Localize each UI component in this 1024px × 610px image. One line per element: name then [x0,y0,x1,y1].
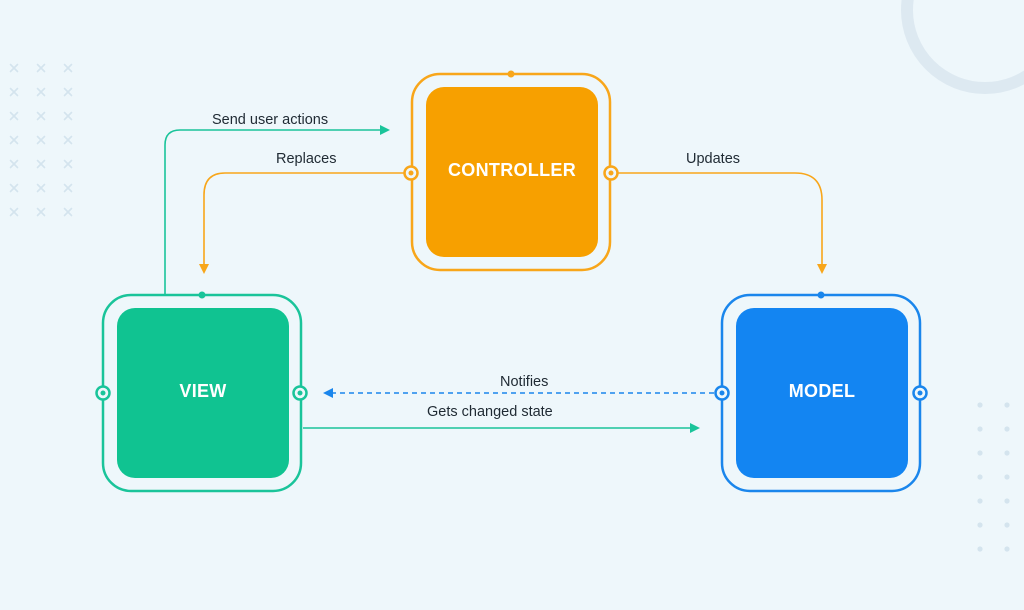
dot-mark [977,474,983,480]
cross-mark [9,159,19,169]
cross-mark [9,111,19,121]
connector-top [507,70,515,78]
dot-mark [1004,474,1010,480]
edge-replaces [199,172,405,274]
dot-mark [1004,522,1010,528]
dot-grid-icon [977,402,1010,552]
cross-mark [63,87,73,97]
model-node [714,291,928,493]
view-label: VIEW [179,381,227,401]
cross-mark [9,87,19,97]
cross-mark [36,159,46,169]
dot-mark [1004,498,1010,504]
dot-mark [977,402,983,408]
ring-icon [901,0,1024,94]
gets-changed-state-label: Gets changed state [427,404,553,420]
cross-grid-icon [9,63,73,217]
dot-mark [1004,450,1010,456]
cross-mark [63,183,73,193]
model-label: MODEL [788,381,856,401]
edge-updates [618,172,827,274]
cross-mark [36,183,46,193]
cross-mark [63,135,73,145]
dot-mark [977,522,983,528]
cross-mark [9,183,19,193]
dot-mark [1004,402,1010,408]
connector-top [198,291,206,299]
cross-mark [36,207,46,217]
notifies-label: Notifies [500,374,549,390]
dot-mark [977,498,983,504]
updates-label: Updates [686,151,741,167]
dot-mark [1004,546,1010,552]
view-node [95,291,308,493]
controller-label: CONTROLLER [448,160,576,180]
cross-mark [63,159,73,169]
cross-mark [9,207,19,217]
dot-mark [1004,426,1010,432]
cross-mark [63,207,73,217]
cross-mark [36,111,46,121]
dot-mark [977,450,983,456]
dot-mark [977,426,983,432]
dot-mark [977,546,983,552]
controller-node [403,70,619,272]
replaces-label: Replaces [276,151,337,167]
cross-mark [63,63,73,73]
cross-mark [36,87,46,97]
cross-mark [63,111,73,121]
edge-send-user-actions [164,125,390,295]
send-user-actions-label: Send user actions [212,112,329,128]
cross-mark [36,135,46,145]
cross-mark [9,135,19,145]
cross-mark [36,63,46,73]
connector-top [817,291,825,299]
cross-mark [9,63,19,73]
